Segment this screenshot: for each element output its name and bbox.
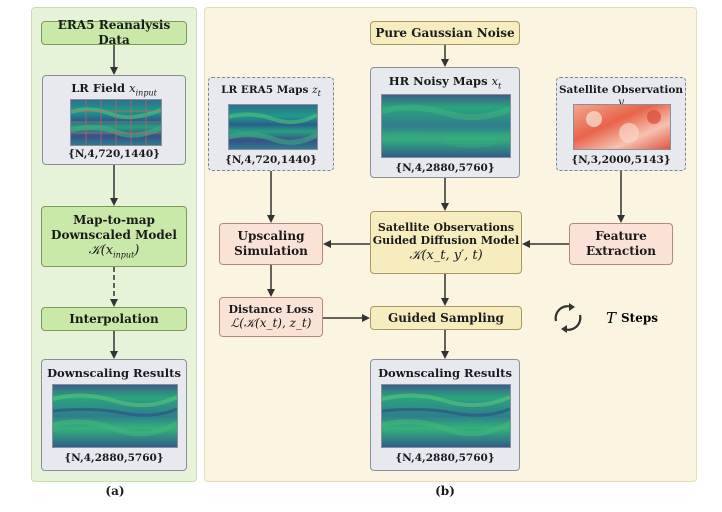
interpolation-label: Interpolation: [69, 311, 159, 326]
satellite-observation-dims: {N,3,2000,5143}: [571, 154, 671, 166]
hr-noisy-maps-var: x: [491, 74, 499, 88]
t-steps-indicator: T Steps: [548, 299, 678, 337]
map-model-formula-end: ): [134, 242, 140, 258]
distance-loss-label: Distance Loss: [228, 302, 314, 316]
guided-sampling-box: Guided Sampling: [370, 306, 522, 330]
feature-extraction-box: Feature Extraction: [569, 223, 673, 265]
lr-field-var: x: [129, 81, 136, 95]
caption-a: (a): [105, 484, 125, 498]
gaussian-noise-box: Pure Gaussian Noise: [370, 21, 520, 45]
panel-b-results-box: Downscaling Results {N,4,2880,5760}: [370, 359, 520, 471]
panel-b-results-map-image: [381, 384, 511, 448]
interpolation-box: Interpolation: [41, 307, 187, 331]
era5-reanalysis-box: ERA5 Reanalysis Data: [41, 18, 187, 47]
upscaling-simulation-box: Upscaling Simulation: [219, 223, 323, 265]
lr-field-label: LR Field: [71, 81, 126, 95]
map-model-formula-sub: input: [113, 250, 135, 260]
lr-era5-maps-sub: t: [317, 89, 321, 99]
cycle-arrows-icon: [554, 303, 582, 333]
guided-sampling-label: Guided Sampling: [388, 310, 504, 325]
guided-line2: Guided Diffusion Model: [372, 234, 520, 248]
lr-era5-maps-label: LR ERA5 Maps: [221, 84, 309, 96]
caption-b: (b): [435, 484, 455, 498]
map-model-line2: Downscaled Model: [51, 227, 177, 242]
map-to-map-model-box: Map-to-map Downscaled Model 𝒦(xinput): [41, 206, 187, 267]
satellite-observation-var: y: [618, 96, 624, 108]
satellite-observation-label: Satellite Observation: [558, 84, 684, 96]
panel-b-results-label: Downscaling Results: [378, 366, 512, 380]
upscaling-line1: Upscaling: [237, 229, 305, 243]
steps-var: T: [606, 309, 617, 327]
feature-line1: Feature: [595, 229, 647, 243]
guided-diffusion-model-box: Satellite Observations Guided Diffusion …: [370, 211, 522, 274]
satellite-observation-title: Satellite Observation y: [557, 84, 685, 108]
panel-a-results-label: Downscaling Results: [47, 366, 181, 380]
satellite-observation-image: [573, 104, 671, 150]
map-model-formula-main: 𝒦(x: [88, 242, 114, 258]
hr-noisy-maps-sub: t: [498, 81, 502, 91]
lr-era5-maps-var: z: [312, 84, 318, 96]
gaussian-noise-label: Pure Gaussian Noise: [375, 25, 515, 40]
lr-field-box: LR Field xinput {N,4,720,1440}: [42, 75, 186, 165]
lr-era5-maps-box: LR ERA5 Maps zt {N,4,720,1440}: [208, 77, 334, 171]
distance-loss-box: Distance Loss ℒ(𝒦(x_t), z_t): [219, 297, 323, 337]
lr-field-title: LR Field xinput: [43, 81, 185, 97]
steps-label: Steps: [621, 311, 659, 325]
panel-a-results-dims: {N,4,2880,5760}: [64, 452, 164, 464]
hr-noisy-maps-title: HR Noisy Maps xt: [371, 74, 519, 90]
panel-b-results-dims: {N,4,2880,5760}: [395, 452, 495, 464]
lr-era5-maps-title: LR ERA5 Maps zt: [209, 84, 333, 98]
lr-field-map-image: [70, 99, 162, 146]
lr-field-dims: {N,4,720,1440}: [68, 148, 160, 160]
upscaling-line2: Simulation: [234, 244, 308, 258]
satellite-observation-box: Satellite Observation y {N,3,2000,5143}: [556, 77, 686, 171]
map-model-formula: 𝒦(xinput): [89, 243, 140, 261]
guided-line1: Satellite Observations: [377, 220, 515, 234]
map-model-line1: Map-to-map: [73, 212, 155, 227]
era5-reanalysis-label: ERA5 Reanalysis Data: [57, 18, 171, 47]
hr-noisy-maps-label: HR Noisy Maps: [388, 74, 488, 88]
panel-a-results-box: Downscaling Results {N,4,2880,5760}: [41, 359, 187, 471]
hr-noisy-maps-box: HR Noisy Maps xt {N,4,2880,5760}: [370, 67, 520, 178]
panel-a-results-map-image: [52, 384, 178, 448]
lr-era5-maps-image: [228, 104, 318, 150]
guided-formula: 𝒦(x_t, y′, t): [409, 248, 483, 264]
hr-noisy-maps-dims: {N,4,2880,5760}: [395, 162, 495, 174]
distance-loss-formula: ℒ(𝒦(x_t), z_t): [230, 316, 312, 331]
lr-field-sub: input: [135, 88, 157, 98]
feature-line2: Extraction: [585, 244, 657, 258]
lr-era5-maps-dims: {N,4,720,1440}: [225, 154, 317, 166]
hr-noisy-maps-image: [381, 94, 511, 158]
